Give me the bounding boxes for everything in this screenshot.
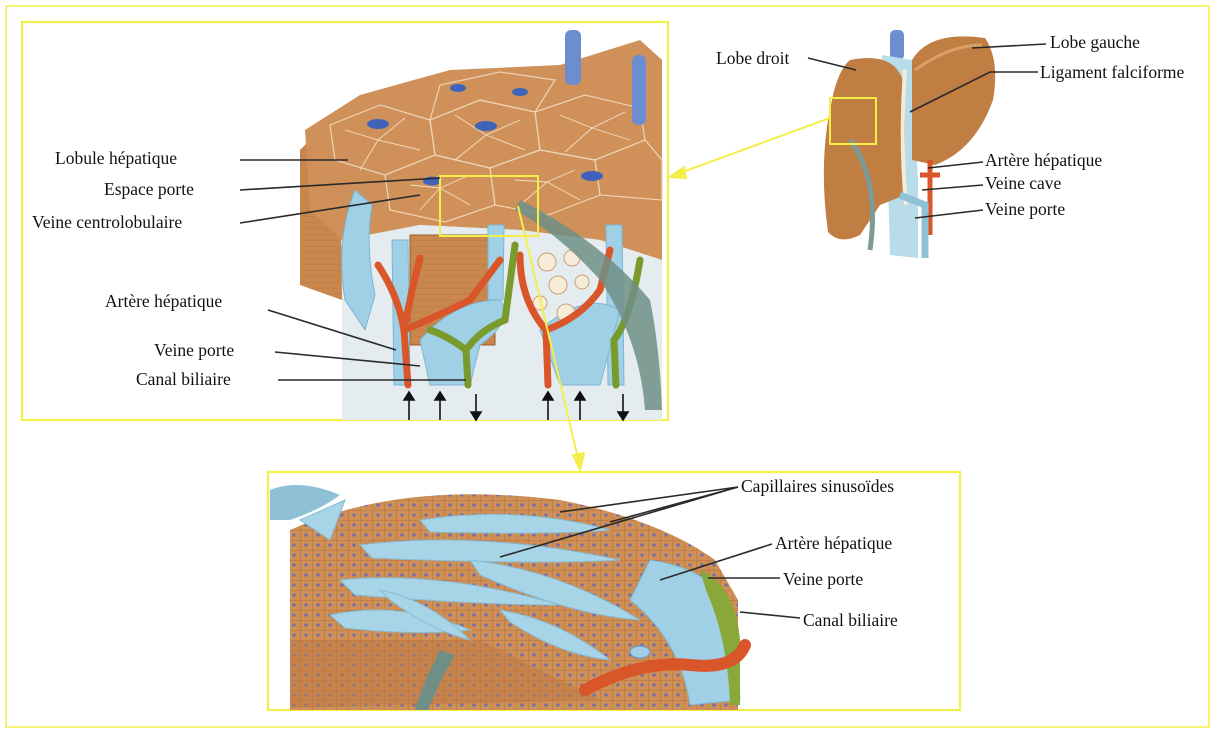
label-hepatic-artery-left: Artère hépatique: [105, 291, 222, 311]
label-vena-cava: Veine cave: [985, 173, 1062, 193]
sinusoid-illustration: [270, 485, 745, 710]
liver-panel: Lobe droit Lobe gauche Ligament falcifor…: [716, 30, 1185, 258]
label-sinusoids: Capillaires sinusoïdes: [741, 476, 894, 496]
label-portal-vein-bottom: Veine porte: [783, 569, 863, 589]
label-hepatic-artery-bottom: Artère hépatique: [775, 533, 892, 553]
label-hepatic-artery-right: Artère hépatique: [985, 150, 1102, 170]
label-left-lobe: Lobe gauche: [1050, 32, 1140, 52]
label-right-lobe: Lobe droit: [716, 48, 790, 68]
lobule-panel: Lobule hépatique Espace porte Veine cent…: [22, 22, 668, 420]
label-bile-duct-left: Canal biliaire: [136, 369, 231, 389]
label-portal-vein-right: Veine porte: [985, 199, 1065, 219]
label-portal-vein-left: Veine porte: [154, 340, 234, 360]
label-portal-space: Espace porte: [104, 179, 194, 199]
label-lobule: Lobule hépatique: [55, 148, 177, 168]
label-falciform-ligament: Ligament falciforme: [1040, 62, 1185, 82]
liver-illustration: [824, 30, 995, 258]
lobule-block-illustration: [300, 30, 662, 420]
sinusoid-panel: Capillaires sinusoïdes Artère hépatique …: [268, 472, 960, 710]
label-bile-duct-bottom: Canal biliaire: [803, 610, 898, 630]
label-central-vein: Veine centrolobulaire: [32, 212, 182, 232]
